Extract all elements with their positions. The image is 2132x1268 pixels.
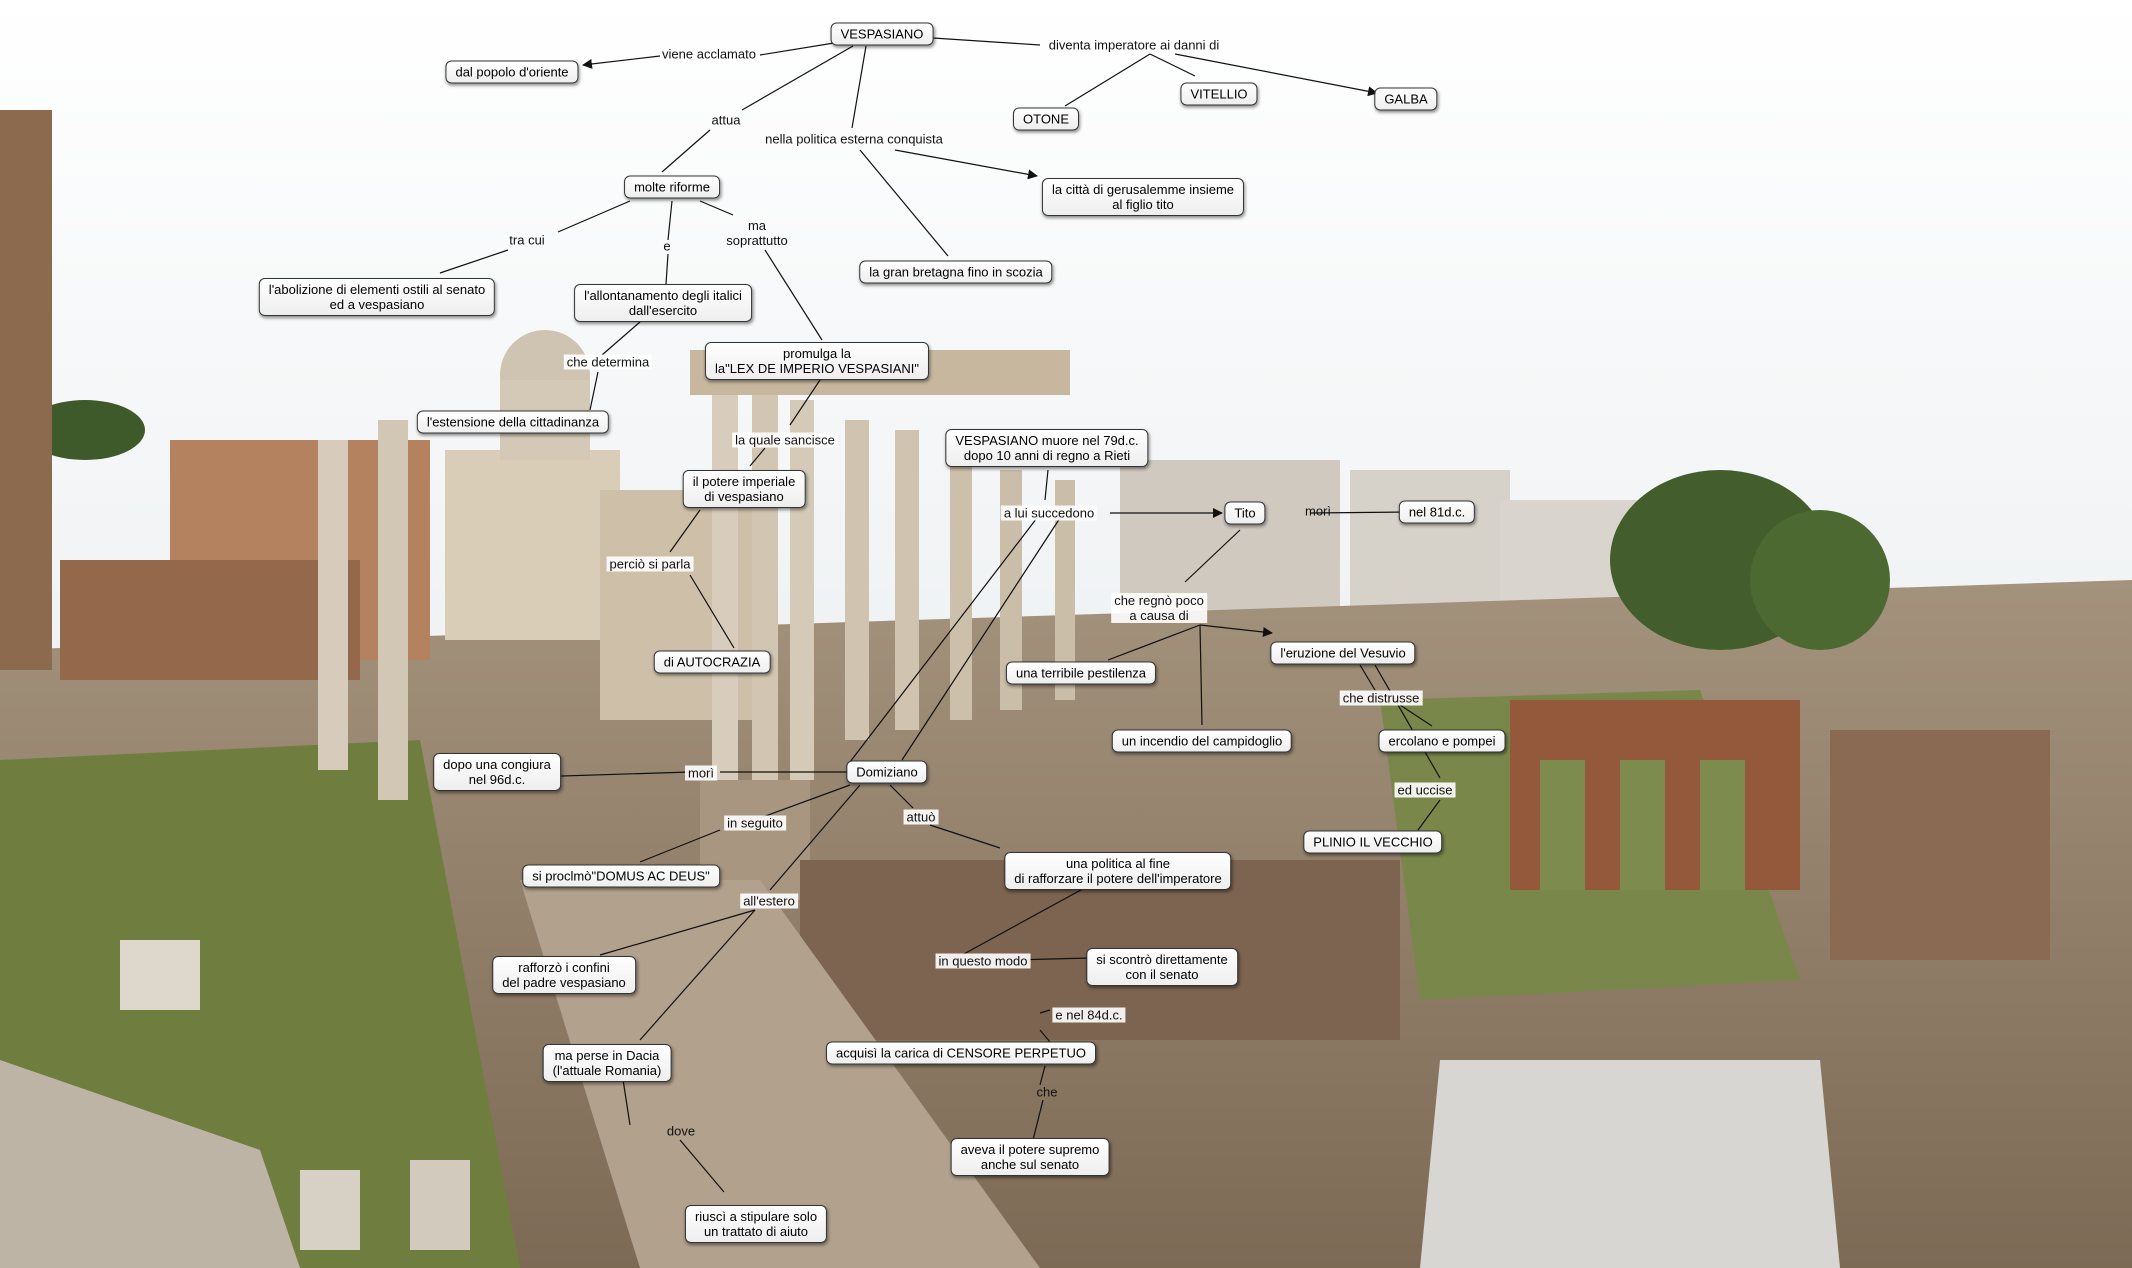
- link-che-determina: che determina: [563, 354, 653, 370]
- link-politica-esterna: nella politica esterna conquista: [765, 131, 943, 147]
- autocrazia-node[interactable]: di AUTOCRAZIA: [653, 650, 771, 674]
- gran-bretagna-node[interactable]: la gran bretagna fino in scozia: [859, 260, 1053, 284]
- estensione-cittadinanza-node[interactable]: l'estensione della cittadinanza: [416, 410, 610, 434]
- link-mori-domiziano: morì: [685, 765, 717, 781]
- gerusalemme-node[interactable]: la città di gerusalemme insieme al figli…: [1041, 178, 1245, 216]
- vespasiano-muore-node[interactable]: VESPASIANO muore nel 79d.c. dopo 10 anni…: [945, 429, 1149, 467]
- link-dove: dove: [666, 1123, 696, 1139]
- link-attua: attua: [711, 112, 741, 128]
- link-in-seguito: in seguito: [724, 815, 786, 831]
- link-in-questo-modo: in questo modo: [935, 953, 1031, 969]
- link-diventa-imperatore: diventa imperatore ai danni di: [1048, 37, 1220, 53]
- allontanamento-italici-node[interactable]: l'allontanamento degli italici dall'eser…: [574, 284, 752, 322]
- link-ed-uccise: ed uccise: [1394, 782, 1456, 798]
- link-mori-tito: morì: [1305, 503, 1331, 519]
- link-che: che: [1036, 1084, 1058, 1100]
- eruzione-vesuvio-node[interactable]: l'eruzione del Vesuvio: [1270, 641, 1416, 665]
- molte-riforme-node[interactable]: molte riforme: [624, 175, 720, 199]
- vitellio-node[interactable]: VITELLIO: [1180, 82, 1258, 106]
- galba-node[interactable]: GALBA: [1374, 87, 1438, 111]
- scontro-senato-node[interactable]: si scontrò direttamente con il senato: [1086, 948, 1238, 986]
- lex-de-imperio-node[interactable]: promulga la la"LEX DE IMPERIO VESPASIANI…: [704, 342, 930, 380]
- link-a-lui-succedono: a lui succedono: [1000, 505, 1098, 521]
- nel-81-node[interactable]: nel 81d.c.: [1398, 500, 1476, 524]
- ercolano-pompei-node[interactable]: ercolano e pompei: [1378, 729, 1506, 753]
- domus-ac-deus-node[interactable]: si proclmò"DOMUS AC DEUS": [522, 864, 720, 888]
- perse-dacia-node[interactable]: ma perse in Dacia (l'attuale Romania): [542, 1044, 672, 1082]
- link-tra-cui: tra cui: [509, 232, 545, 248]
- link-viene-acclamato: viene acclamato: [662, 46, 756, 62]
- censore-perpetuo-node[interactable]: acquisì la carica di CENSORE PERPETUO: [826, 1041, 1096, 1065]
- rafforzo-confini-node[interactable]: rafforzò i confini del padre vespasiano: [492, 956, 636, 994]
- politica-fine-node[interactable]: una politica al fine di rafforzare il po…: [1004, 852, 1232, 890]
- link-ma-soprattutto: ma soprattutto: [726, 218, 788, 248]
- link-che-distrusse: che distrusse: [1339, 690, 1423, 706]
- link-all-estero: all'estero: [740, 893, 798, 909]
- link-e-nel-84: e nel 84d.c.: [1052, 1007, 1126, 1023]
- popolo-oriente-node[interactable]: dal popolo d'oriente: [445, 60, 579, 84]
- congiura-node[interactable]: dopo una congiura nel 96d.c.: [433, 753, 561, 791]
- plinio-il-vecchio-node[interactable]: PLINIO IL VECCHIO: [1303, 830, 1443, 854]
- tito-node[interactable]: Tito: [1224, 501, 1266, 525]
- link-la-quale-sancisce: la quale sancisce: [732, 432, 838, 448]
- pestilenza-node[interactable]: una terribile pestilenza: [1005, 661, 1157, 685]
- link-attuo: attuò: [903, 809, 939, 825]
- link-e: e: [663, 238, 671, 254]
- incendio-campidoglio-node[interactable]: un incendio del campidoglio: [1111, 729, 1293, 753]
- potere-imperiale-node[interactable]: il potere imperiale di vespasiano: [682, 470, 806, 508]
- vespasiano-node[interactable]: VESPASIANO: [830, 22, 934, 46]
- domiziano-node[interactable]: Domiziano: [846, 760, 928, 784]
- potere-supremo-node[interactable]: aveva il potere supremo anche sul senato: [950, 1138, 1110, 1176]
- trattato-aiuto-node[interactable]: riuscì a stipulare solo un trattato di a…: [684, 1205, 828, 1243]
- link-regno-poco: che regnò poco a causa di: [1111, 593, 1207, 623]
- link-percio-si-parla: perciò si parla: [606, 556, 694, 572]
- abolizione-node[interactable]: l'abolizione di elementi ostili al senat…: [258, 278, 496, 316]
- otone-node[interactable]: OTONE: [1013, 107, 1079, 131]
